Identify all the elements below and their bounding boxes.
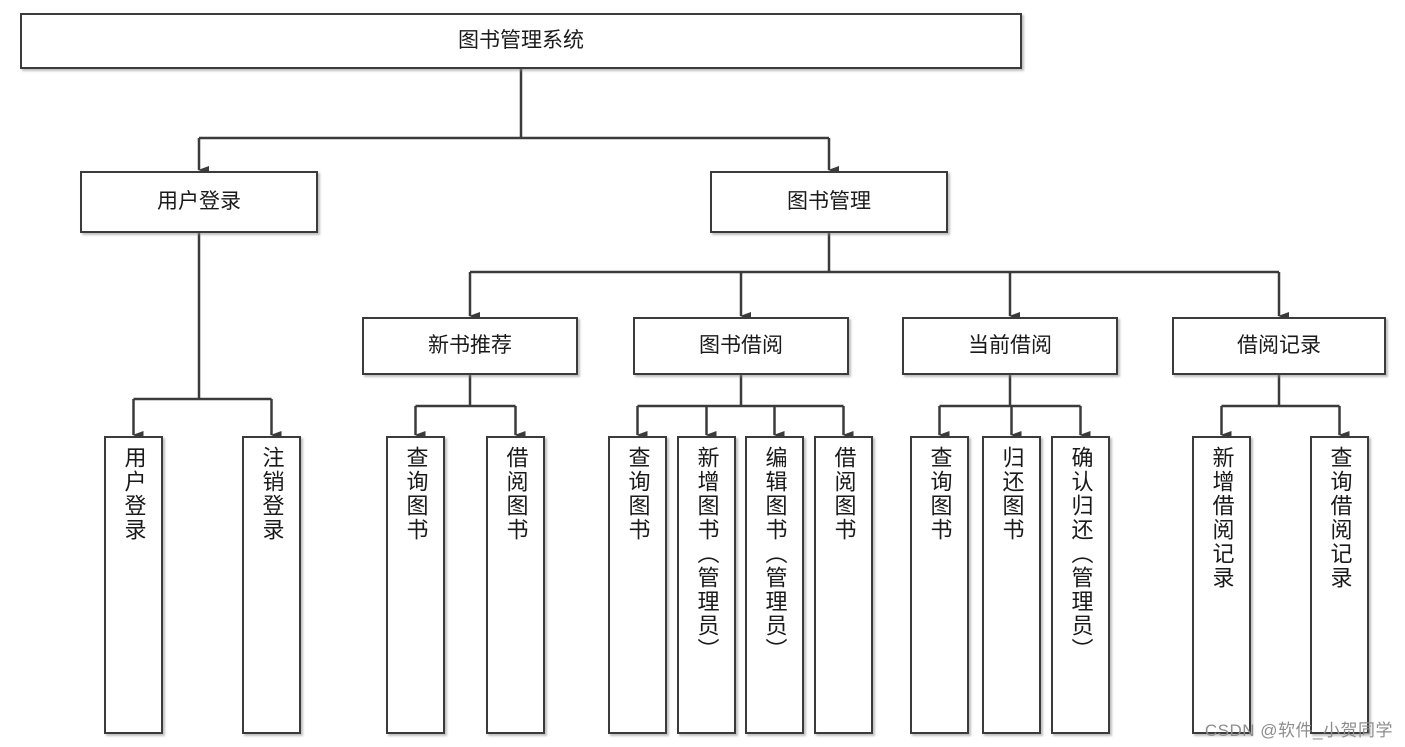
node-label: 借阅图书 [503, 446, 529, 542]
node-leaf-borrow-lend[interactable]: 借阅图书 [814, 436, 873, 734]
node-leaf-cur-confirm[interactable]: 确认归还（管理员） [1051, 436, 1110, 734]
node-label: 查询图书 [625, 446, 651, 542]
node-label: 编辑图书（管理员） [762, 446, 788, 662]
node-leaf-borrow-query[interactable]: 查询图书 [608, 436, 667, 734]
node-label: 图书借阅 [699, 333, 783, 357]
node-leaf-borrow-edit[interactable]: 编辑图书（管理员） [745, 436, 804, 734]
node-new-book-rec[interactable]: 新书推荐 [362, 317, 578, 375]
node-leaf-rec-query2[interactable]: 查询借阅记录 [1310, 436, 1369, 734]
node-root[interactable]: 图书管理系统 [20, 13, 1022, 69]
node-label: 确认归还（管理员） [1068, 446, 1094, 662]
node-label: 新增图书（管理员） [694, 446, 720, 662]
node-label: 借阅记录 [1237, 333, 1321, 357]
node-borrow-record[interactable]: 借阅记录 [1172, 317, 1386, 375]
node-label: 借阅图书 [831, 446, 857, 542]
node-book-borrow[interactable]: 图书借阅 [633, 317, 849, 375]
node-leaf-borrow-add[interactable]: 新增图书（管理员） [677, 436, 736, 734]
node-label: 新增借阅记录 [1209, 446, 1235, 590]
node-leaf-cur-query[interactable]: 查询图书 [910, 436, 969, 734]
node-label: 查询图书 [403, 446, 429, 542]
node-leaf-rec-query[interactable]: 查询图书 [386, 436, 445, 734]
node-leaf-rec-add[interactable]: 新增借阅记录 [1192, 436, 1251, 734]
node-leaf-cur-return[interactable]: 归还图书 [982, 436, 1041, 734]
node-leaf-user-logout[interactable]: 注销登录 [242, 436, 301, 734]
node-label: 归还图书 [999, 446, 1025, 542]
node-label: 注销登录 [259, 446, 285, 542]
node-label: 图书管理系统 [458, 28, 584, 52]
node-label: 用户登录 [157, 189, 241, 213]
node-label: 查询图书 [927, 446, 953, 542]
node-leaf-user-login[interactable]: 用户登录 [104, 436, 163, 734]
node-label: 新书推荐 [428, 333, 512, 357]
connector-group [132, 69, 1350, 439]
node-leaf-rec-borrow[interactable]: 借阅图书 [486, 436, 545, 734]
node-label: 当前借阅 [968, 333, 1052, 357]
node-label: 查询借阅记录 [1327, 446, 1353, 590]
node-user-login[interactable]: 用户登录 [80, 171, 318, 233]
node-label: 用户登录 [121, 446, 147, 542]
node-current-borrow[interactable]: 当前借阅 [902, 317, 1118, 375]
node-book-manage[interactable]: 图书管理 [710, 171, 948, 233]
node-label: 图书管理 [787, 189, 871, 213]
